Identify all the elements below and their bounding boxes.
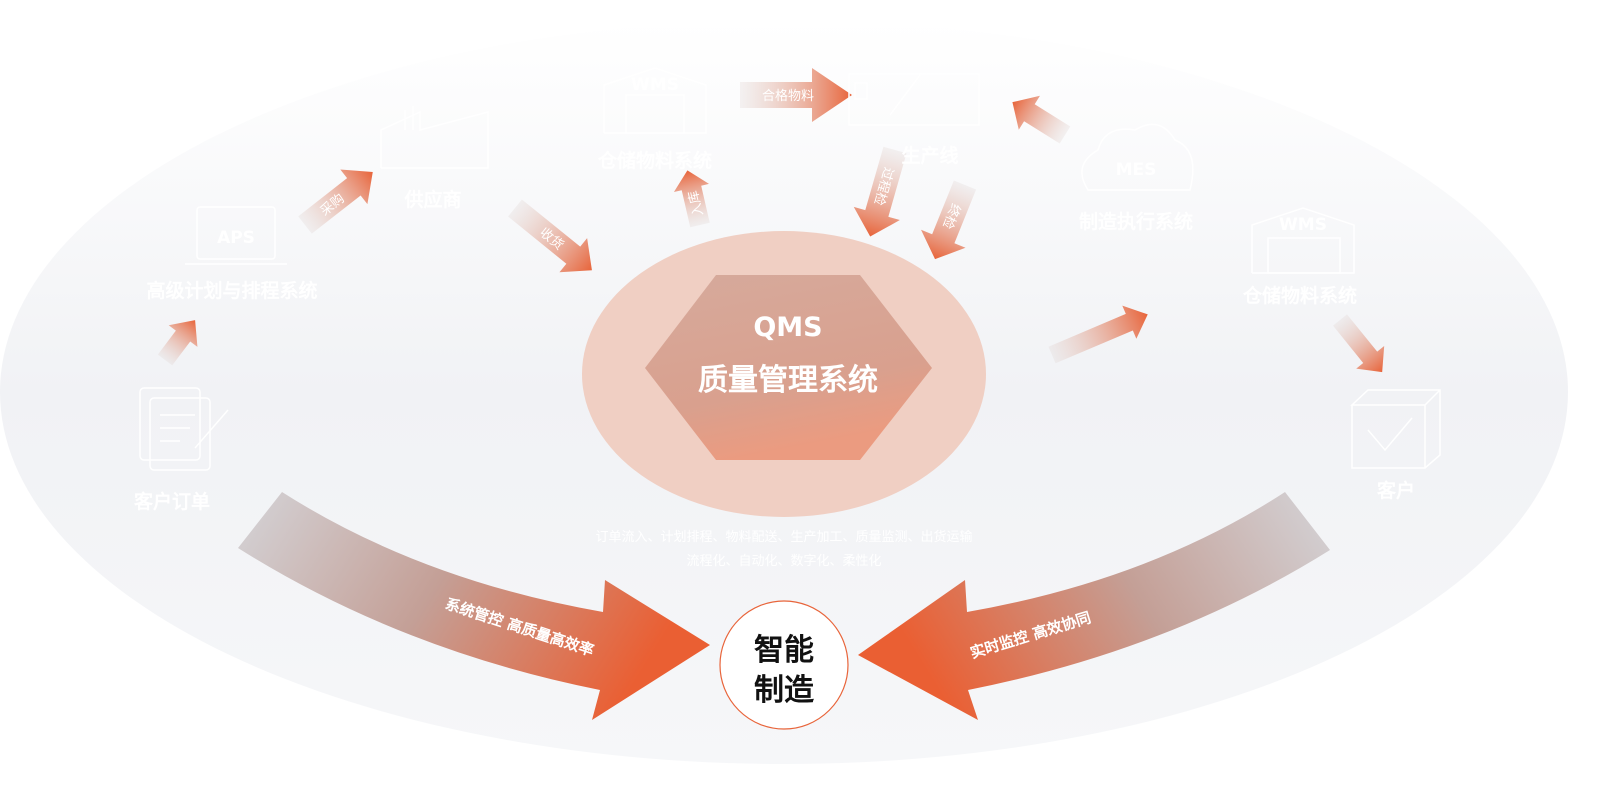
supplier-factory-icon: [380, 106, 489, 169]
wms2-warehouse-icon: [1251, 207, 1355, 274]
aps-label: 高级计划与排程系统: [146, 279, 317, 302]
arrow-final-check: 终检: [921, 180, 977, 260]
wms1-label: 仓储物料系统: [597, 149, 712, 172]
arrow-qualified: 合格物料: [740, 68, 852, 122]
arrow-process-check: 过程检: [853, 146, 907, 237]
hub-line2: 制造: [754, 673, 814, 708]
big-arrow-left: [238, 492, 710, 720]
hub-circle: [719, 600, 849, 730]
aps-laptop-icon: [185, 206, 287, 265]
big-arrow-right: [858, 492, 1330, 720]
wms2-label: 仓储物料系统: [1242, 284, 1357, 307]
flow-text-2: 流程化、自动化、数字化、柔性化: [686, 554, 881, 569]
wms1-icon-text: WMS: [631, 75, 679, 95]
qms-title: QMS: [753, 312, 822, 343]
production-line-icon: [848, 73, 980, 126]
order-icon: [139, 387, 229, 471]
customer-label: 客户: [1377, 479, 1415, 502]
wms2-icon-text: WMS: [1279, 215, 1327, 235]
hub-line1: 智能: [754, 633, 814, 668]
aps-icon-text: APS: [217, 228, 255, 248]
supplier-label: 供应商: [403, 188, 461, 211]
flow-text-1: 订单流入、计划排程、物料配送、生产加工、质量监测、出货运输: [595, 529, 972, 545]
arrow-mes-to-line: [1012, 95, 1071, 144]
mes-cloud-icon: [1081, 123, 1194, 191]
production-line-label: 生产线: [901, 144, 958, 167]
wms1-warehouse-icon: [603, 67, 707, 134]
arrow-qualified-label: 合格物料: [762, 88, 814, 104]
qms-hexagon: [645, 275, 932, 460]
order-label: 客户订单: [134, 490, 210, 513]
arrow-qms-to-wms: [1048, 305, 1148, 364]
arrow-storage: 入库: [673, 170, 710, 228]
arrow-storage-label: 入库: [685, 189, 706, 218]
arrow-order-to-aps: [157, 320, 198, 366]
mes-label: 制造执行系统: [1079, 210, 1193, 233]
mes-icon-text: MES: [1116, 160, 1157, 180]
arrow-wms-to-customer: [1333, 314, 1385, 373]
qms-subtitle: 质量管理系统: [698, 363, 878, 398]
customer-box-icon: [1350, 389, 1441, 469]
